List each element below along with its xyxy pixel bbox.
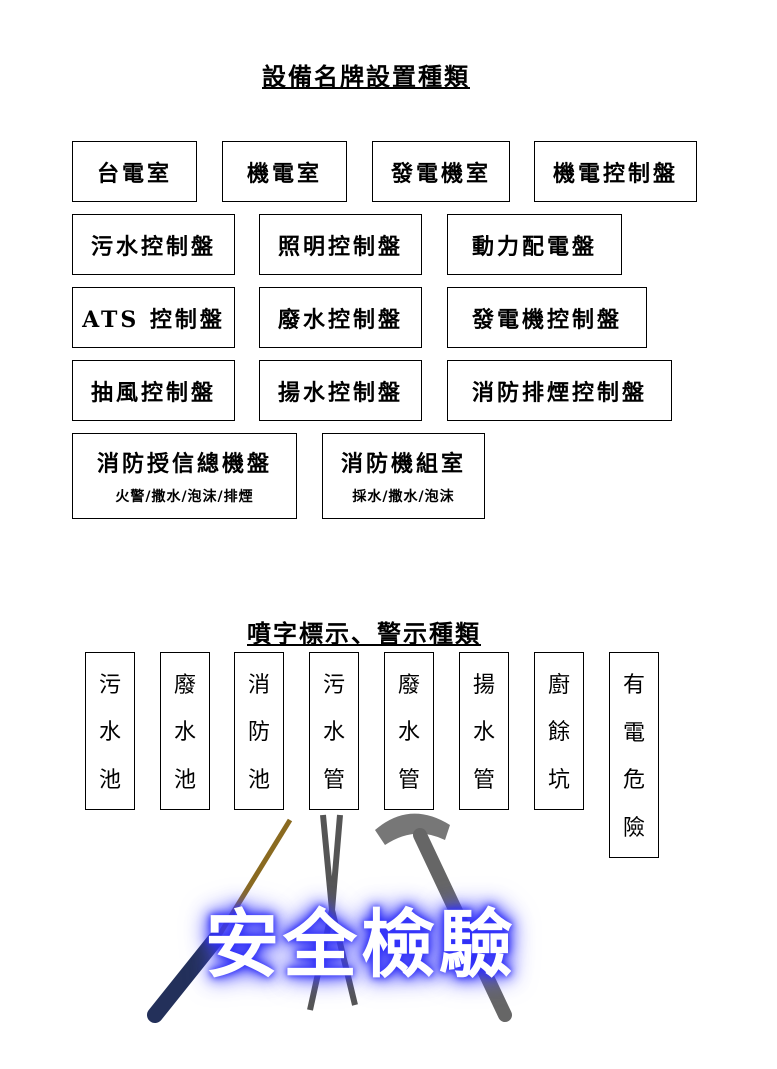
sign-char: 有 [622,673,645,698]
pliers [307,814,358,1011]
equipment-plate: 照明控制盤 [259,214,422,275]
plate-label: 消防授信總機盤 [96,451,272,477]
sign-char: 廢 [397,673,420,698]
spray-sign: 消防池 [234,652,284,810]
hammer-head [375,813,450,845]
plate-label: 消防機組室 [340,451,466,477]
sign-char: 水 [472,720,495,746]
section-title-spray-signs: 噴字標示、警示種類 [247,619,481,648]
sign-char: 揚 [472,673,495,698]
sign-char: 防 [247,720,270,746]
safety-inspection-logo-text: 安全檢驗 [205,902,517,988]
spray-sign: 揚水管 [459,652,509,810]
spray-sign: 污水管 [309,652,359,810]
plate-label: 發電機控制盤 [471,306,622,333]
plate-label: 廢水控制盤 [277,306,403,333]
equipment-plate: 消防排煙控制盤 [447,360,672,421]
equipment-plate: 廢水控制盤 [259,287,422,348]
sign-char: 管 [472,767,495,793]
plate-label: 台電室 [96,160,172,187]
sign-char: 廚 [547,673,570,698]
plate-label: 發電機室 [390,160,491,187]
spray-sign: 廢水管 [384,652,434,810]
tools-illustration [147,813,512,1023]
spray-sign: 有電危險 [609,652,659,858]
equipment-plate: 動力配電盤 [447,214,622,275]
sign-char: 水 [98,720,121,746]
sign-char: 廢 [173,673,196,698]
sign-char: 水 [173,720,196,746]
sign-char: 危 [622,768,645,793]
equipment-plate: ATS 控制盤 [72,287,235,348]
screwdriver-shaft [207,818,293,952]
sign-char: 池 [247,767,270,793]
plate-label: 污水控制盤 [90,233,216,260]
plate-label: 抽風控制盤 [90,379,216,406]
sign-char: 池 [173,767,196,793]
spray-sign: 廚餘坑 [534,652,584,810]
equipment-plate: 污水控制盤 [72,214,235,275]
sign-char: 污 [98,673,121,698]
hammer-handle [413,828,512,1022]
screwdriver-handle [147,932,223,1023]
sign-char: 管 [322,767,345,793]
plate-label: 機電室 [246,160,322,187]
plate-sublabel: 火警/撒水/泡沫/排煙 [115,489,254,505]
plate-label: 照明控制盤 [277,233,403,260]
plate-label: 動力配電盤 [471,233,597,260]
sign-char: 池 [98,767,121,793]
equipment-plate: 消防授信總機盤火警/撒水/泡沫/排煙 [72,433,297,519]
sign-char: 消 [247,673,270,698]
equipment-plate: 消防機組室採水/撒水/泡沫 [322,433,485,519]
sign-char: 水 [322,720,345,746]
equipment-plate: 發電機室 [372,141,510,202]
plate-label: 消防排煙控制盤 [471,379,647,406]
equipment-plate: 抽風控制盤 [72,360,235,421]
spray-sign: 廢水池 [160,652,210,810]
equipment-plate: 機電控制盤 [534,141,697,202]
plate-label: ATS 控制盤 [82,306,225,333]
plate-label: 揚水控制盤 [277,379,403,406]
spray-sign: 污水池 [85,652,135,810]
sign-char: 管 [397,767,420,793]
equipment-plate: 揚水控制盤 [259,360,422,421]
sign-char: 餘 [547,720,570,746]
sign-char: 水 [397,720,420,746]
equipment-plate: 台電室 [72,141,197,202]
sign-char: 污 [322,673,345,698]
equipment-plate: 機電室 [222,141,347,202]
sign-char: 險 [622,815,645,841]
plate-label: 機電控制盤 [552,160,678,187]
equipment-plate: 發電機控制盤 [447,287,647,348]
section-title-equipment-plates: 設備名牌設置種類 [262,62,470,91]
sign-char: 電 [622,720,645,746]
plate-sublabel: 採水/撒水/泡沫 [352,489,455,505]
sign-char: 坑 [547,767,570,793]
